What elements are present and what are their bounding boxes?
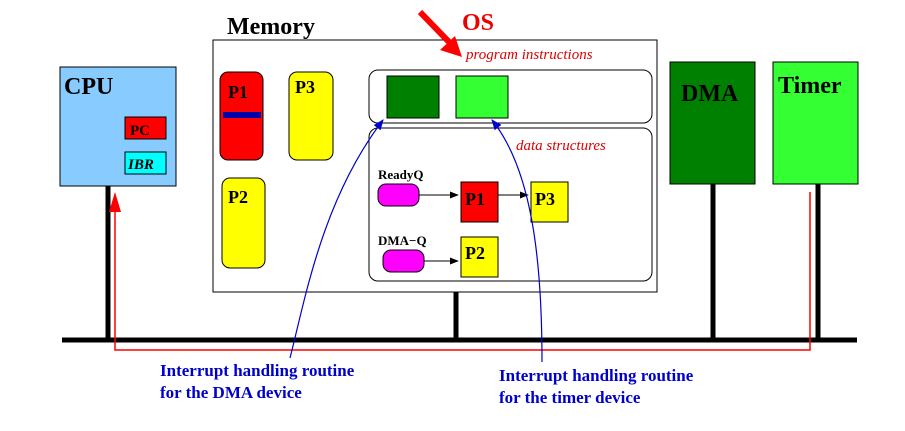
timer-routine-line-2: for the timer device <box>499 388 641 407</box>
process-p3-label: P3 <box>295 77 315 97</box>
interrupt-arrowhead <box>109 192 121 212</box>
pc-register <box>124 116 167 140</box>
ready-queue-head <box>377 183 420 207</box>
dma-queue-head <box>382 249 425 273</box>
timer-device <box>772 61 859 185</box>
memory-label: Memory <box>227 14 315 40</box>
p1-marker <box>223 112 261 118</box>
interrupt-line <box>114 192 811 351</box>
dma-handler-pointer <box>289 119 384 359</box>
data-structures-label: data structures <box>516 138 606 154</box>
process-p3 <box>288 71 334 161</box>
process-p2 <box>221 177 266 269</box>
cpu-label: CPU <box>64 74 113 100</box>
dma-handler-block <box>386 75 440 119</box>
os-program-instructions-region <box>368 69 653 124</box>
timer-device-label: Timer <box>778 73 842 99</box>
ready-queue-item-p3-label: P3 <box>535 189 555 209</box>
dma-device <box>669 61 756 185</box>
process-p2-label: P2 <box>228 187 248 207</box>
timer-handler-pointer <box>491 119 543 363</box>
dma-queue-label: DMA−Q <box>378 233 427 248</box>
dma-routine-line-2: for the DMA device <box>160 383 302 402</box>
ibr-label: IBR <box>127 157 154 173</box>
ready-queue-item-p1 <box>460 181 499 223</box>
program-instructions-label: program instructions <box>465 47 593 63</box>
timer-routine-line-1: Interrupt handling routine <box>499 366 694 385</box>
ibr-register <box>124 151 167 175</box>
os-data-structures-region <box>368 127 653 282</box>
pc-label: PC <box>130 123 150 139</box>
os-arrow-shaft <box>417 9 453 46</box>
ready-queue-item-p1-label: P1 <box>465 189 485 209</box>
ready-queue-label: ReadyQ <box>378 167 424 182</box>
process-p1-label: P1 <box>228 82 248 102</box>
os-label: OS <box>462 10 494 36</box>
dma-queue-item-p2-label: P2 <box>465 243 485 263</box>
timer-handler-block <box>455 75 509 119</box>
ready-queue-item-p3 <box>530 181 569 223</box>
os-arrowhead <box>440 36 462 57</box>
dma-device-label: DMA <box>681 81 739 107</box>
dma-queue-item-p2 <box>460 236 499 278</box>
dma-routine-line-1: Interrupt handling routine <box>160 361 355 380</box>
